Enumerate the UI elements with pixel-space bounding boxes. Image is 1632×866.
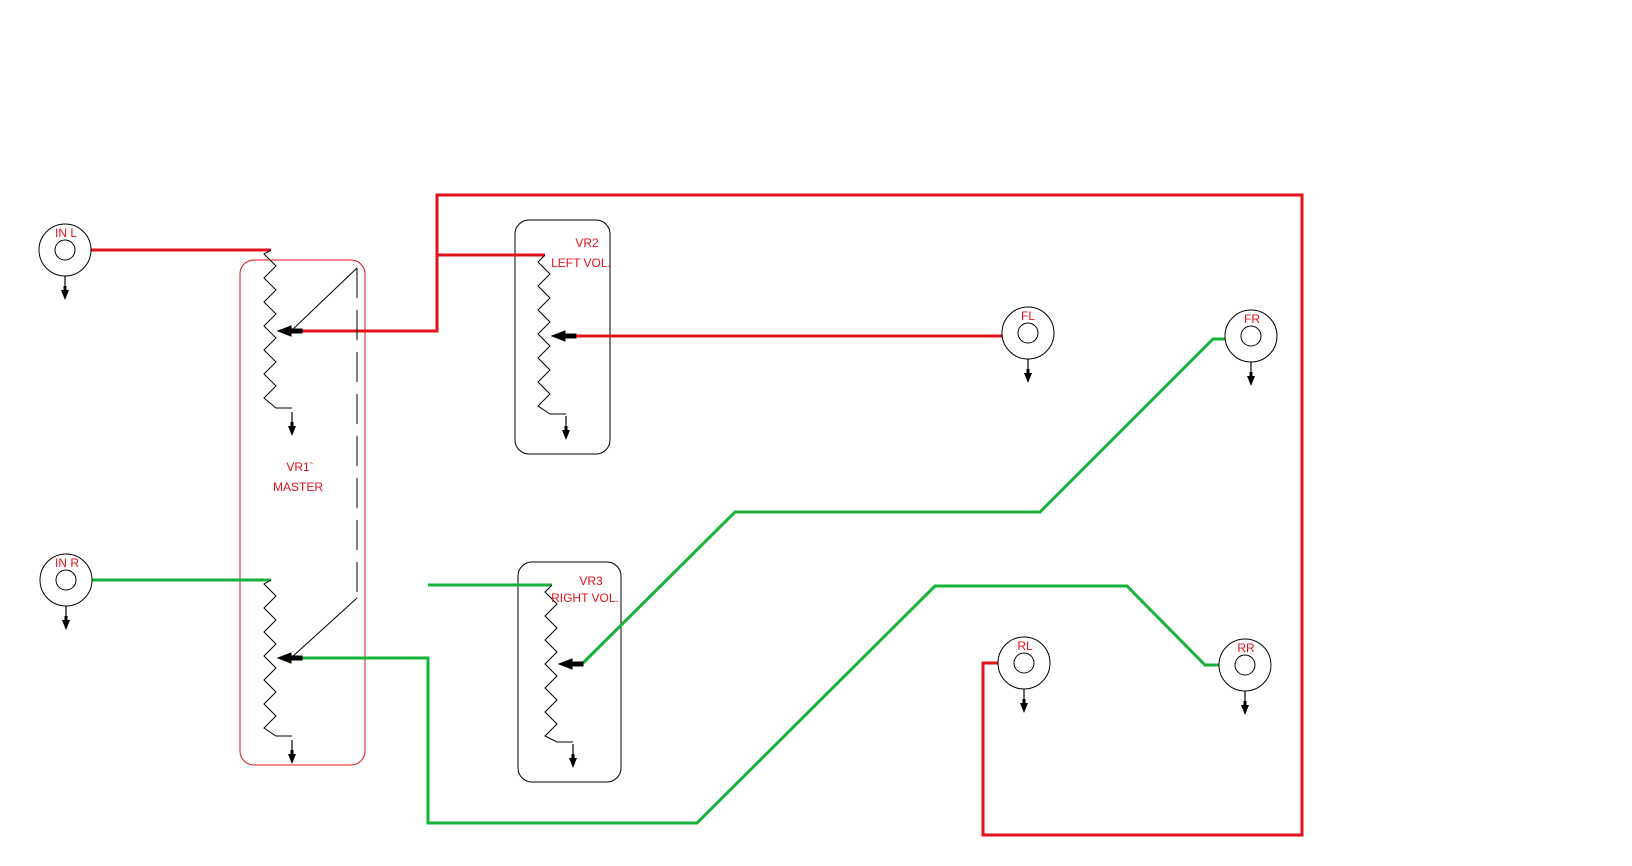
jack-in-r: IN R [39, 553, 93, 631]
vr1-lower-potentiometer [263, 579, 358, 737]
rl-ground-icon [1019, 688, 1029, 714]
jack-fl: FL [1001, 306, 1055, 384]
vr2-ground-icon [561, 415, 571, 441]
jack-label-fr: FR [1244, 312, 1260, 326]
in-r-ground-icon [61, 605, 71, 631]
vr3-name: VR3 [579, 574, 603, 588]
vr1-role: MASTER [273, 480, 323, 494]
jack-rr: RR [1218, 638, 1272, 716]
wire-vr1-wiper-to-vr2 [300, 193, 1304, 837]
jack-label-in-l: IN L [55, 226, 77, 240]
jack-label-rr: RR [1237, 641, 1255, 655]
right-channel-wires [75, 337, 1245, 825]
jack-label-fl: FL [1021, 309, 1035, 323]
jack-label-rl: RL [1017, 639, 1033, 653]
fl-ground-icon [1023, 358, 1033, 384]
vr2-name: VR2 [575, 236, 599, 250]
vr1-upper-potentiometer [263, 249, 358, 409]
jack-label-in-r: IN R [55, 556, 79, 570]
vr2-potentiometer [537, 254, 577, 415]
vr3-role: RIGHT VOL. [551, 591, 619, 605]
left-channel-wires [73, 193, 1304, 837]
rr-ground-icon [1240, 690, 1250, 716]
jack-rl: RL [997, 636, 1051, 714]
jack-fr: FR [1224, 309, 1278, 387]
fr-ground-icon [1246, 361, 1256, 387]
in-l-ground-icon [60, 275, 70, 301]
vr3-enclosure [517, 561, 622, 783]
wire-vr3-wiper-to-fr [580, 337, 1245, 666]
vr1-upper-ground-icon [287, 411, 297, 437]
vr1-name: VR1` [286, 460, 313, 474]
vr3-ground-icon [568, 743, 578, 769]
vr1-lower-ground-icon [287, 739, 297, 765]
jack-in-l: IN L [38, 223, 92, 301]
vr3-potentiometer [544, 584, 584, 743]
vr1-enclosure [239, 259, 366, 766]
wire-vr1-wiper-to-vr3 [300, 584, 1241, 825]
vr2-role: LEFT VOL. [551, 256, 611, 270]
